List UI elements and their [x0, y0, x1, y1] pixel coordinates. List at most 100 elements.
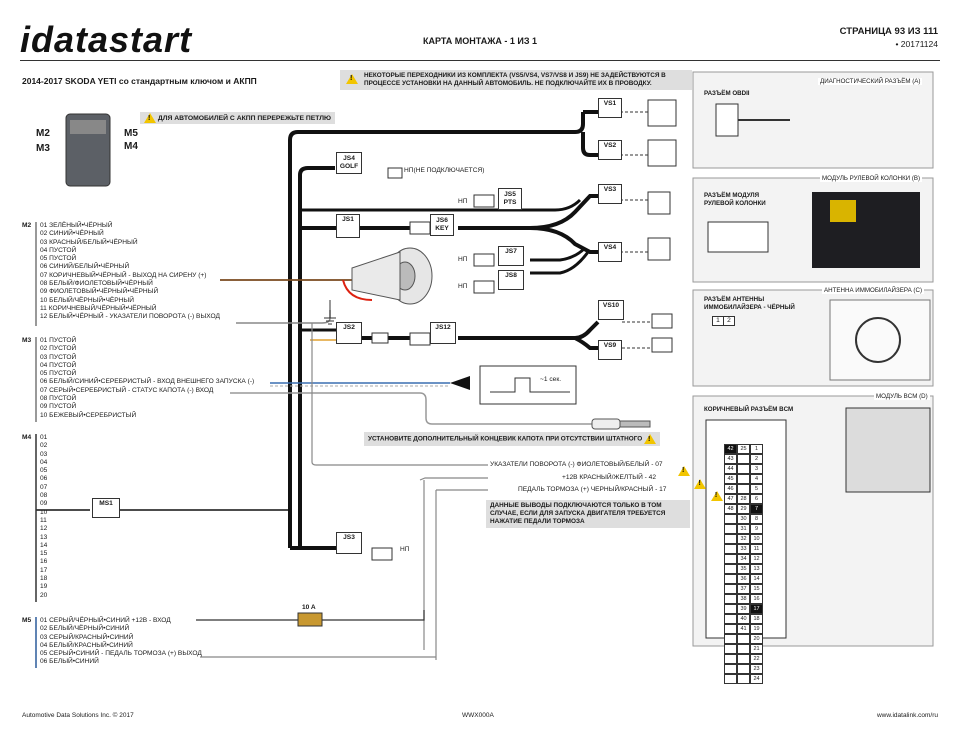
m4-pin-item: 19: [40, 583, 48, 591]
m4-pin-item: 12: [40, 525, 48, 533]
np-label-js7: НП: [458, 256, 468, 263]
panel-label-bcm: МОДУЛЬ BCM (D): [874, 393, 930, 400]
page-number: СТРАНИЦА 93 ИЗ 111: [839, 26, 938, 37]
connector-js5: JS5 PTS: [498, 188, 522, 210]
m4-pin-item: 03: [40, 450, 48, 458]
bcm-pin-cell: 21: [750, 644, 763, 654]
output-12v: +12В КРАСНЫЙ/ЖЕЛТЫЙ - 42: [562, 474, 657, 481]
m4-pin-item: 01: [40, 434, 48, 441]
idatastart-logo: idatastart: [20, 19, 193, 60]
module-label-m3: M3: [36, 143, 50, 154]
bcm-pin-cell: [724, 584, 737, 594]
pulse-label: ~1 сек.: [540, 376, 562, 383]
bcm-pin-cell: 39: [737, 604, 750, 614]
bcm-pin-cell: 32: [737, 534, 750, 544]
m3-pin-item: 01 ПУСТОЙ: [40, 337, 77, 344]
m4-pin-item: 09: [40, 500, 48, 508]
adapters-note-text: НЕКОТОРЫЕ ПЕРЕХОДНИКИ ИЗ КОМПЛЕКТА (VS5/…: [364, 72, 666, 87]
panel-label-diag: ДИАГНОСТИЧЕСКИЙ РАЗЪЁМ (A): [818, 78, 923, 85]
m4-pin-item: 17: [40, 566, 48, 574]
m3-pin-item: 02 ПУСТОЙ: [40, 345, 77, 353]
bcm-pin-cell: 9: [750, 524, 763, 534]
bcm-pin-cell: [737, 664, 750, 674]
vehicle-subtitle: 2014-2017 SKODA YETI со стандартным ключ…: [22, 76, 257, 86]
connector-vs2: VS2: [598, 140, 622, 160]
outputs-note-text: ДАННЫЕ ВЫВОДЫ ПОДКЛЮЧАЮТСЯ ТОЛЬКО В ТОМ …: [490, 502, 666, 525]
akpp-loop-note: ДЛЯ АВТОМОБИЛЕЙ С АКПП ПЕРЕРЕЖЬТЕ ПЕТЛЮ: [140, 112, 336, 124]
m2-pin-item: 09 ФИОЛЕТОВЫЙ•ЧЁРНЫЙ•ЧЁРНЫЙ: [40, 288, 159, 296]
footer-copyright: Automotive Data Solutions Inc. © 2017: [22, 712, 134, 719]
bcm-pin-cell: [724, 604, 737, 614]
bcm-pin-cell: 46: [724, 484, 737, 494]
m4-pin-item: 14: [40, 541, 48, 549]
m4-pin-item: 10: [40, 508, 48, 516]
m4-pin-item: 18: [40, 575, 48, 583]
bcm-pin-cell: 43: [724, 454, 737, 464]
m2-pin-item: 03 КРАСНЫЙ/БЕЛЫЙ•ЧЁРНЫЙ: [40, 238, 138, 246]
adapters-note: НЕКОТОРЫЕ ПЕРЕХОДНИКИ ИЗ КОМПЛЕКТА (VS5/…: [340, 70, 692, 90]
bcm-pin-row: 22: [724, 654, 763, 664]
bcm-pin-cell: [724, 674, 737, 684]
bcm-pin-cell: [737, 454, 750, 464]
np-label-js3: НП: [400, 546, 410, 553]
m3-group-label: M3: [22, 337, 32, 344]
m3-pin-item: 03 ПУСТОЙ: [40, 353, 77, 361]
np-label-js4: НП(НЕ ПОДКЛЮЧАЕТСЯ): [404, 167, 485, 174]
connector-js2: JS2: [336, 322, 362, 344]
m5-pin-item: 05 СЕРЫЙ•СИНИЙ - ПЕДАЛЬ ТОРМОЗА (+) ВЫХО…: [40, 650, 202, 658]
bcm-pin-cell: [724, 524, 737, 534]
bcm-pin-cell: 6: [750, 494, 763, 504]
m5-group-label: M5: [22, 617, 32, 624]
output-brake: ПЕДАЛЬ ТОРМОЗА (+) ЧЕРНЫЙ/КРАСНЫЙ - 17: [518, 486, 667, 493]
bcm-pin-cell: 19: [750, 624, 763, 634]
warning-icon: [710, 490, 723, 501]
m4-pin-item: 06: [40, 475, 48, 483]
bcm-pin-row: 46 5: [724, 484, 763, 494]
m2-pin-item: 07 КОРИЧНЕВЫЙ•ЧЁРНЫЙ - ВЫХОД НА СИРЕНУ (…: [40, 271, 207, 279]
m4-group-label: M4: [22, 434, 32, 441]
output-turn-signals: УКАЗАТЕЛИ ПОВОРОТА (-) ФИОЛЕТОВЫЙ/БЕЛЫЙ …: [490, 461, 663, 468]
bcm-pin-cell: 48: [724, 504, 737, 514]
m2-group-label: M2: [22, 222, 32, 229]
module-label-m2: M2: [36, 128, 50, 139]
bcm-pin-cell: 15: [750, 584, 763, 594]
panel-title-steering: РАЗЪЁМ МОДУЛЯ РУЛЕВОЙ КОЛОНКИ: [704, 192, 766, 207]
bcm-pin-cell: 5: [750, 484, 763, 494]
bcm-pin-cell: [724, 534, 737, 544]
np-label-js5: НП: [458, 198, 468, 205]
akpp-loop-text: ДЛЯ АВТОМОБИЛЕЙ С АКПП ПЕРЕРЕЖЬТЕ ПЕТЛЮ: [157, 114, 332, 122]
m5-pin-item: 02 БЕЛЫЙ/ЧЁРНЫЙ•СИНИЙ: [40, 625, 130, 633]
connector-ms1: MS1: [92, 498, 120, 518]
bcm-pin-cell: 13: [750, 564, 763, 574]
m2-pin-item: 10 БЕЛЫЙ/ЧЁРНЫЙ•ЧЁРНЫЙ: [40, 296, 134, 304]
bcm-pin-cell: 33: [737, 544, 750, 554]
bcm-pin-cell: 25: [737, 444, 750, 454]
bcm-pin-cell: [737, 674, 750, 684]
bcm-pin-cell: 37: [737, 584, 750, 594]
hood-switch-text: УСТАНОВИТЕ ДОПОЛНИТЕЛЬНЫЙ КОНЦЕВИК КАПОТ…: [368, 435, 643, 443]
bcm-pin-cell: [724, 554, 737, 564]
connector-js1: JS1: [336, 214, 360, 238]
footer-code: WWX000A: [462, 712, 494, 719]
bcm-pin-cell: [724, 644, 737, 654]
bcm-pin-cell: 35: [737, 564, 750, 574]
panel-label-antenna: АНТЕННА ИММОБИЛАЙЗЕРА (C): [822, 287, 925, 294]
bcm-pin-cell: [724, 654, 737, 664]
m3-pin-item: 07 СЕРЫЙ•СЕРЕБРИСТЫЙ - СТАТУС КАПОТА (-)…: [40, 386, 214, 394]
m2-pin-item: 12 БЕЛЫЙ•ЧЁРНЫЙ - УКАЗАТЕЛИ ПОВОРОТА (-)…: [40, 313, 220, 321]
m4-pin-item: 15: [40, 550, 48, 558]
m5-pin-item: 04 БЕЛЫЙ/КРАСНЫЙ•СИНИЙ: [40, 641, 133, 649]
m2-pin-item: 01 ЗЕЛЁНЫЙ•ЧЁРНЫЙ: [40, 222, 113, 229]
bcm-pin-cell: 36: [737, 574, 750, 584]
antenna-pin-2: 2: [727, 317, 731, 324]
